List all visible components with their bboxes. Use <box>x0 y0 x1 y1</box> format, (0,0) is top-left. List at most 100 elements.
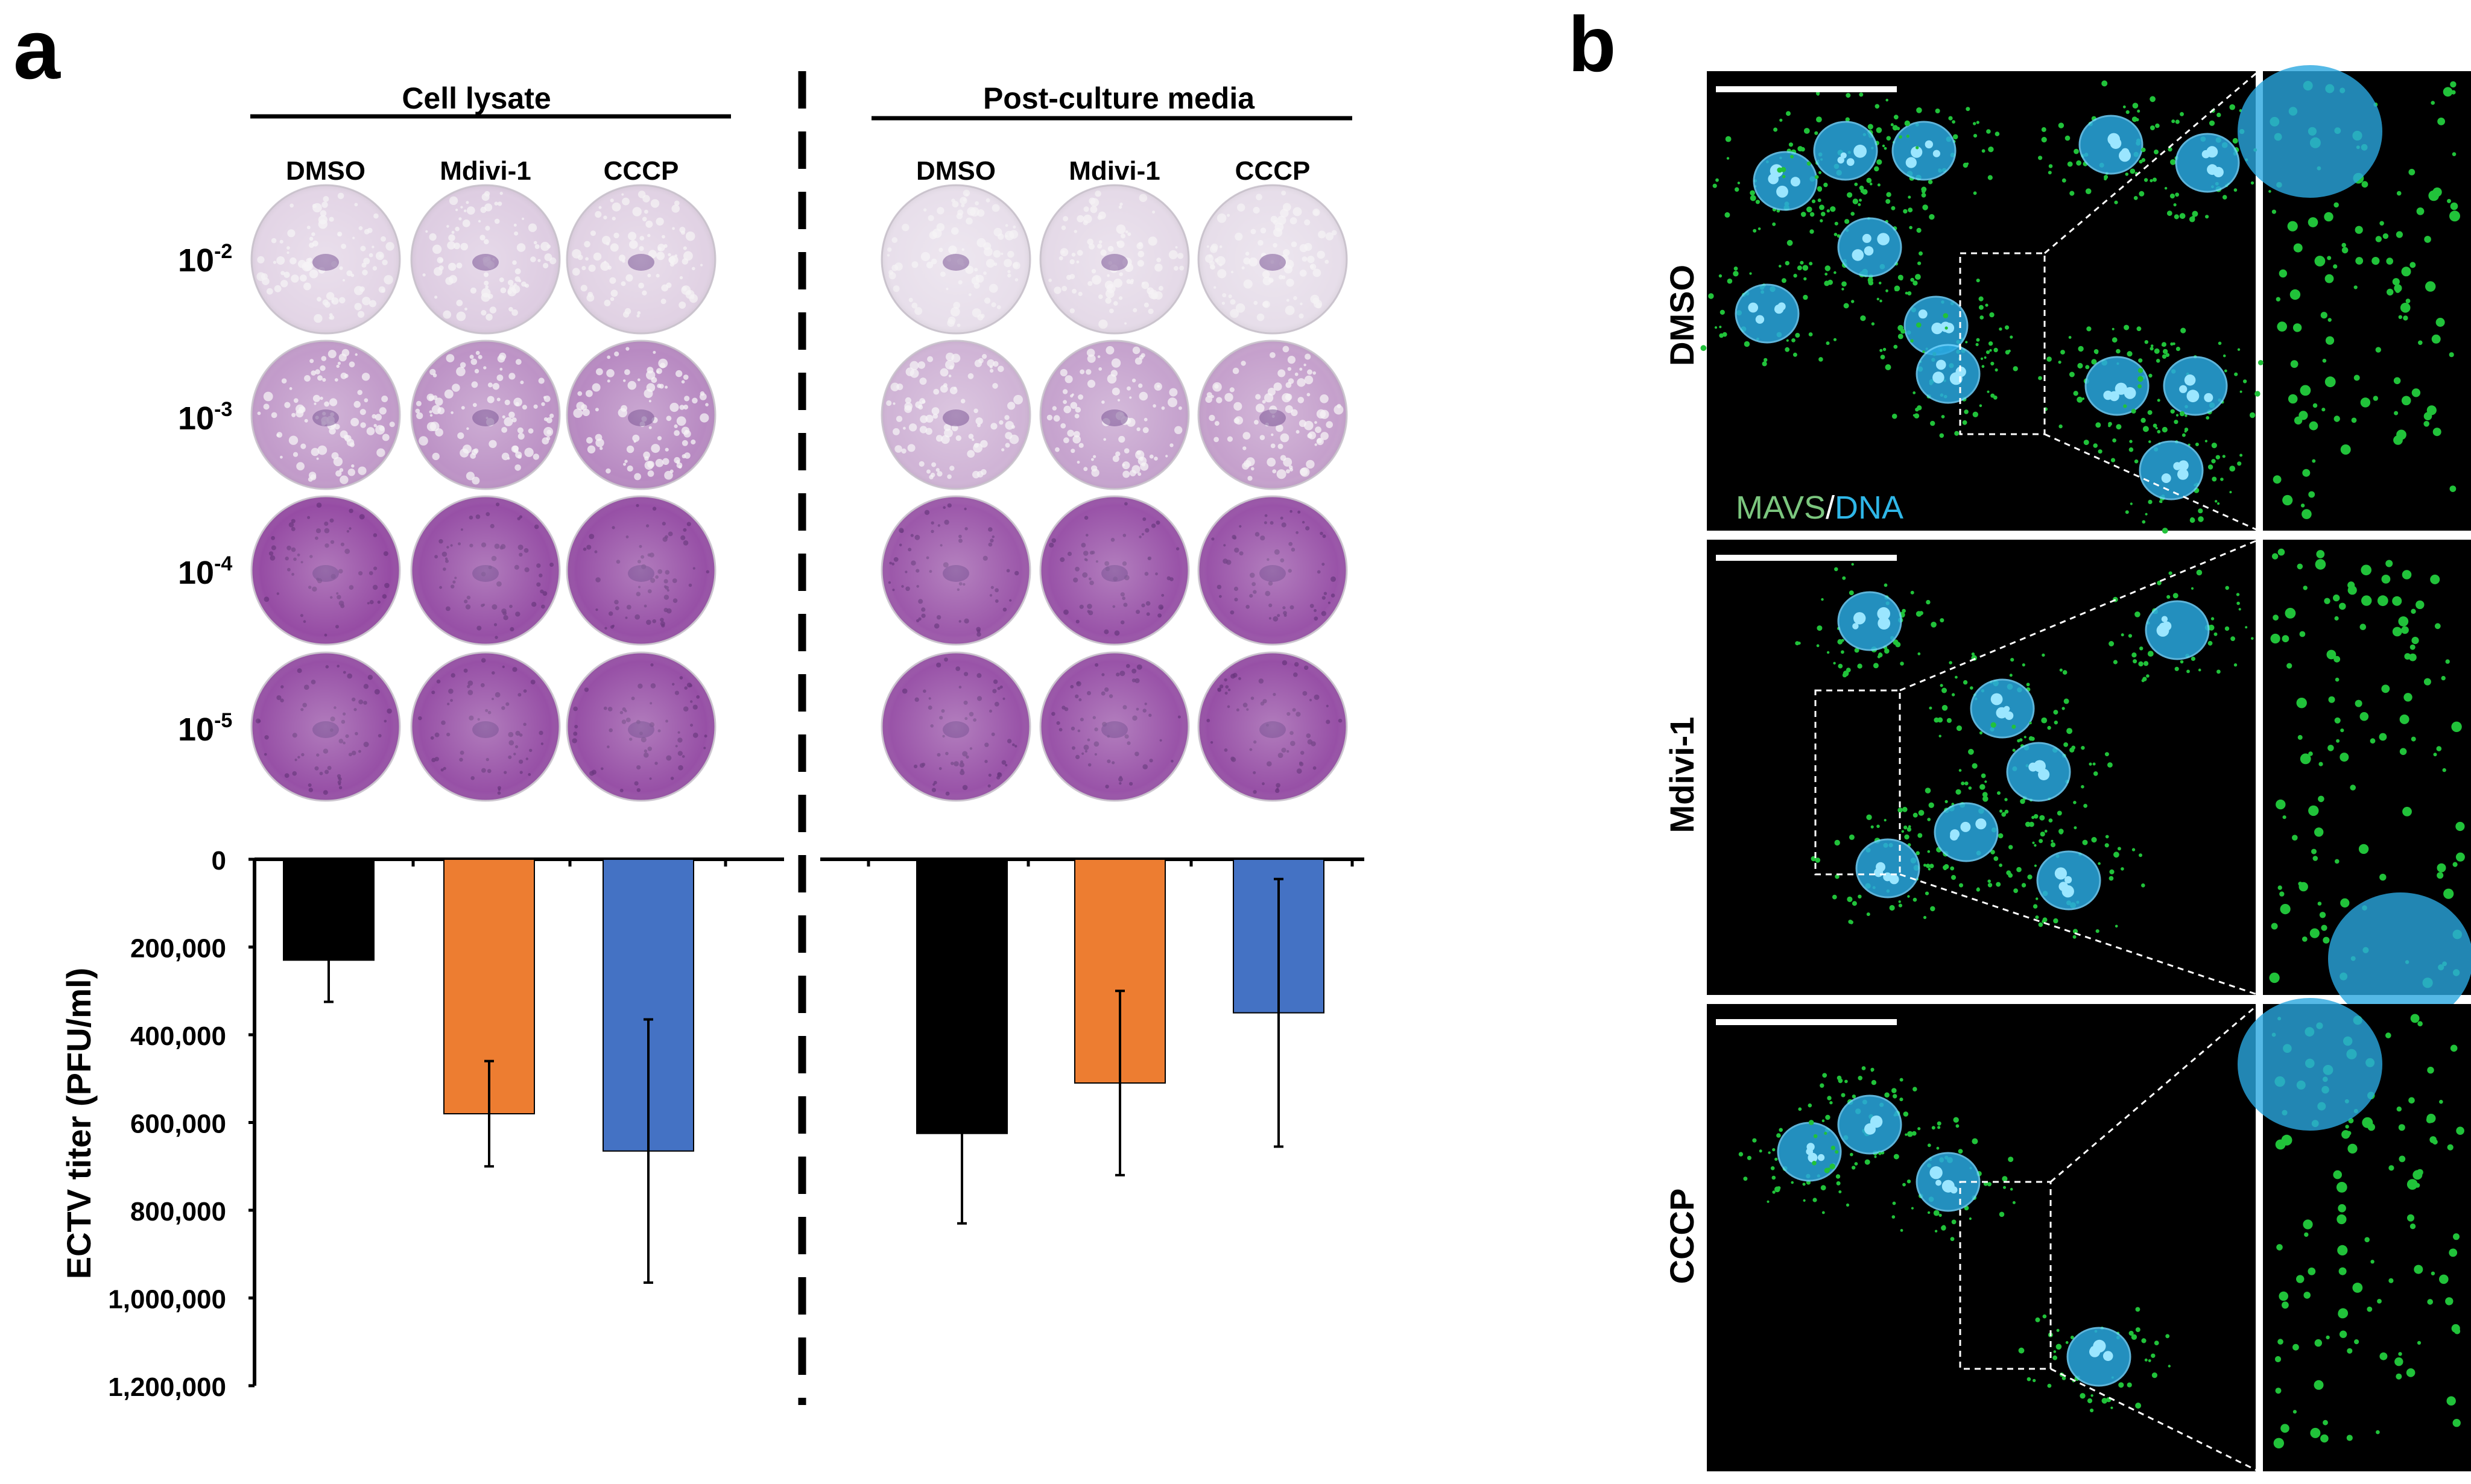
mitochondria-signal <box>1915 274 1921 280</box>
plaque-dish <box>1197 651 1348 802</box>
mitochondria-signal <box>1878 1152 1882 1155</box>
mitochondria-signal <box>2048 171 2052 175</box>
mitochondria-signal <box>1933 1210 1940 1216</box>
mitochondria-signal <box>1882 347 1887 352</box>
mitochondria-signal <box>2282 635 2289 643</box>
mitochondria-signal <box>1833 233 1838 236</box>
mitochondria-signal <box>2105 835 2109 839</box>
mitochondria-signal <box>2121 867 2124 871</box>
nucleolus <box>1748 302 1758 313</box>
mitochondria-signal <box>1803 277 1807 281</box>
mitochondria-signal <box>1854 182 1858 186</box>
mitochondria-signal <box>1719 326 1722 329</box>
mitochondria-signal <box>1829 1101 1833 1105</box>
mitochondria-signal <box>1852 1166 1856 1170</box>
mitochondria-signal <box>2315 559 2326 570</box>
mitochondria-signal <box>1886 192 1891 197</box>
mitochondria-signal <box>2416 600 2425 610</box>
mitochondria-signal <box>2287 221 2298 232</box>
mitochondria-signal <box>2207 640 2213 646</box>
nucleolus <box>1960 821 1971 832</box>
mitochondria-signal <box>1929 214 1935 220</box>
mitochondria-signal <box>2031 816 2035 819</box>
mitochondria-signal <box>2223 354 2226 358</box>
mitochondria-signal <box>2130 502 2133 505</box>
mitochondria-signal <box>2140 417 2146 423</box>
plaque-dish <box>1197 339 1348 490</box>
mitochondria-signal <box>2053 710 2058 715</box>
mitochondria-signal <box>2237 348 2241 351</box>
nucleolus <box>1889 874 1899 885</box>
nucleus <box>1934 802 1999 862</box>
mitochondria-signal <box>1791 338 1796 343</box>
nucleolus <box>1935 1179 1941 1186</box>
mitochondria-signal <box>1797 642 1801 645</box>
mitochondria-signal <box>2142 426 2149 432</box>
mitochondria-signal <box>2273 475 2282 484</box>
mitochondria-signal <box>1907 895 1910 898</box>
mitochondria-signal <box>2351 417 2357 423</box>
mitochondria-signal <box>2224 626 2230 631</box>
mitochondria-signal <box>1835 1174 1841 1179</box>
mitochondria-signal <box>1979 404 1982 408</box>
mitochondria-signal <box>2250 181 2254 185</box>
mitochondria-signal <box>2297 734 2303 740</box>
mitochondria-signal <box>1964 409 1969 414</box>
nucleolus <box>1853 612 1866 625</box>
mitochondria-signal <box>2312 403 2318 408</box>
nucleolus <box>2102 1351 2113 1361</box>
nucleolus <box>2159 622 2168 631</box>
mitochondria-signal <box>2445 1297 2454 1306</box>
mitochondria-signal <box>2022 663 2025 667</box>
mitochondria-signal <box>2053 918 2058 924</box>
mitochondria-signal <box>1893 115 1899 120</box>
column-label-cccp: CCCP <box>604 156 679 186</box>
mitochondria-signal <box>2404 653 2411 660</box>
mitochondria-signal <box>1781 278 1786 283</box>
mitochondria-signal <box>1985 350 1990 355</box>
mitochondria-signal <box>2402 570 2412 579</box>
mitochondria-signal <box>2280 1424 2289 1433</box>
mitochondria-signal <box>2434 623 2441 630</box>
mitochondria-signal <box>2373 396 2378 401</box>
mitochondria-signal <box>1961 781 1965 786</box>
mitochondria-signal <box>2309 421 2318 431</box>
mitochondria-signal <box>2091 837 2097 843</box>
mitochondria-signal <box>2162 528 2168 534</box>
nucleolus <box>1990 693 2003 706</box>
mitochondria-signal <box>2381 575 2391 584</box>
mitochondria-signal <box>2431 334 2441 344</box>
mitochondria-signal <box>1871 322 1875 326</box>
mitochondria-signal <box>2162 342 2166 347</box>
nucleolus <box>1840 152 1847 159</box>
mitochondria-signal <box>2122 105 2126 109</box>
mitochondria-signal <box>1882 144 1885 148</box>
plaque-dish <box>566 495 717 646</box>
mitochondria-signal <box>1849 834 1855 840</box>
mitochondria-signal <box>2375 236 2382 242</box>
mitochondria-signal <box>2401 267 2411 277</box>
nucleolus <box>1918 309 1928 319</box>
mitochondria-signal <box>2009 674 2013 677</box>
nucleus <box>1813 121 1878 181</box>
mitochondria-signal <box>1898 900 1901 903</box>
dish-shading <box>1040 496 1189 645</box>
mitochondria-signal <box>1985 303 1989 307</box>
plaque-dish <box>1039 495 1190 646</box>
mitochondria-signal <box>1984 780 1987 783</box>
mitochondria-signal <box>2216 112 2221 118</box>
mitochondria-signal <box>2303 1292 2311 1299</box>
mitochondria-signal <box>2355 699 2362 707</box>
mitochondria-signal <box>1758 227 1761 230</box>
mitochondria-signal <box>1929 706 1932 710</box>
mitochondria-signal <box>1852 901 1857 906</box>
mitochondria-signal <box>1893 1094 1897 1099</box>
nucleus <box>1916 344 1981 404</box>
mitochondria-signal <box>1774 1157 1778 1161</box>
mitochondria-signal <box>2171 119 2175 124</box>
mitochondria-signal <box>2151 1353 2156 1358</box>
mitochondria-signal <box>2370 738 2376 744</box>
plaque-dish <box>881 339 1031 490</box>
mitochondria-signal <box>2238 608 2241 611</box>
